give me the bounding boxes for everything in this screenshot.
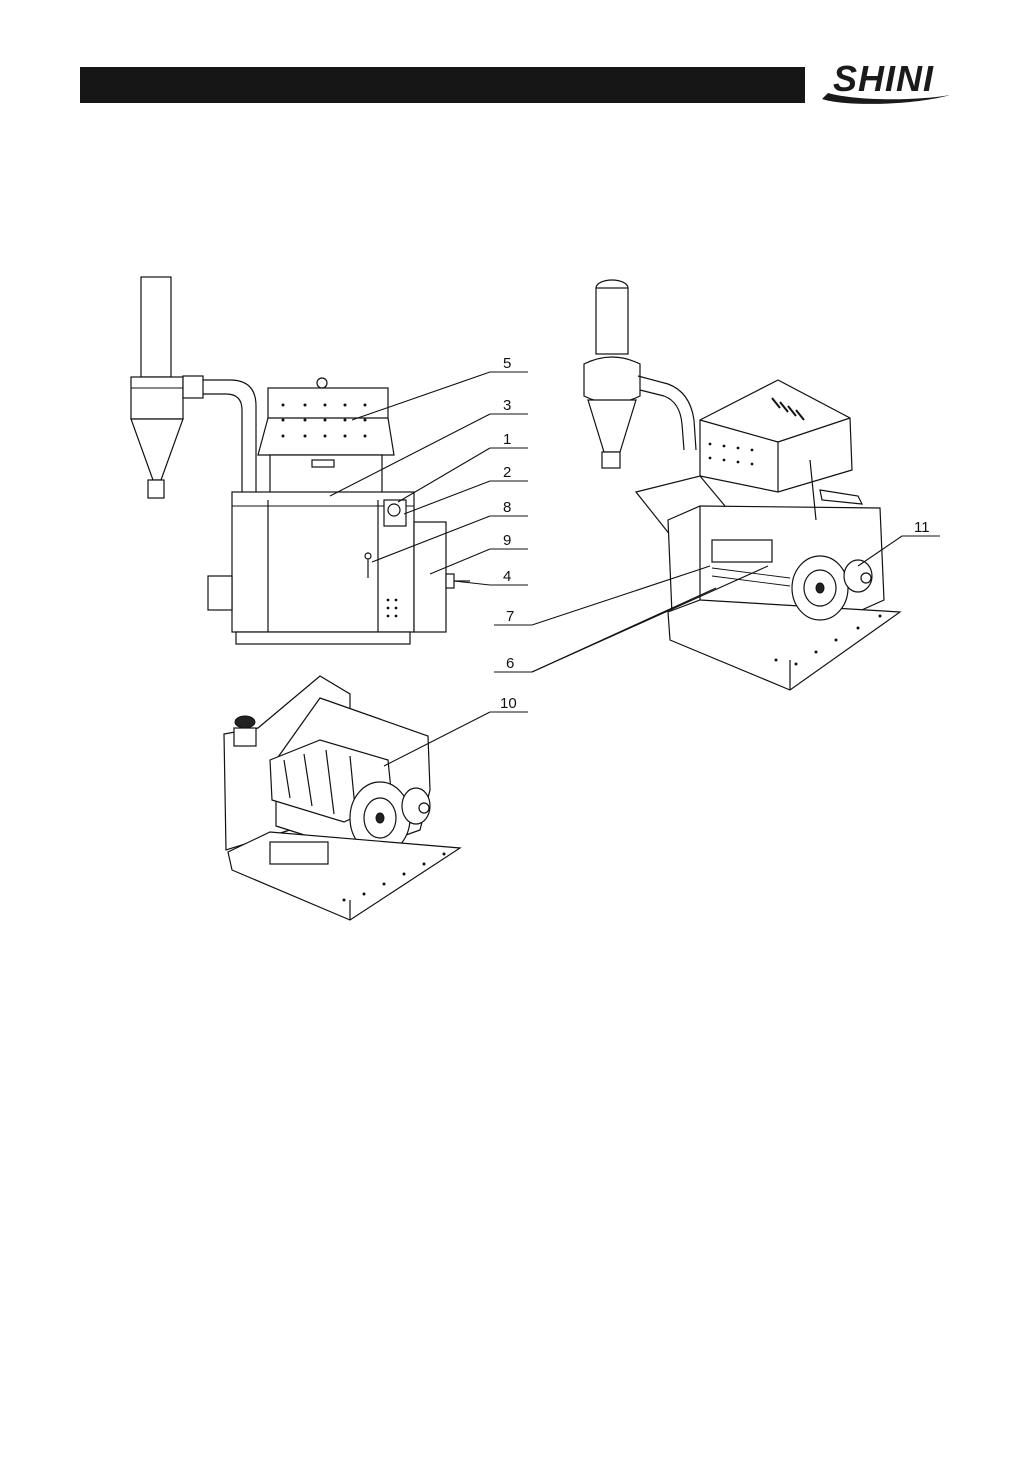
cutting-chamber-view bbox=[224, 676, 460, 920]
callout-2: 2 bbox=[503, 464, 511, 481]
callout-5: 5 bbox=[503, 355, 511, 372]
callout-10: 10 bbox=[500, 695, 517, 712]
callout-11: 11 bbox=[914, 519, 930, 536]
front-view bbox=[131, 277, 470, 644]
callout-1: 1 bbox=[503, 431, 511, 448]
callout-4: 4 bbox=[503, 568, 511, 585]
callout-9: 9 bbox=[503, 532, 511, 549]
callout-6: 6 bbox=[506, 655, 514, 672]
callout-8: 8 bbox=[503, 499, 511, 516]
callout-3: 3 bbox=[503, 397, 511, 414]
perspective-view bbox=[584, 280, 900, 690]
callout-7: 7 bbox=[506, 608, 514, 625]
